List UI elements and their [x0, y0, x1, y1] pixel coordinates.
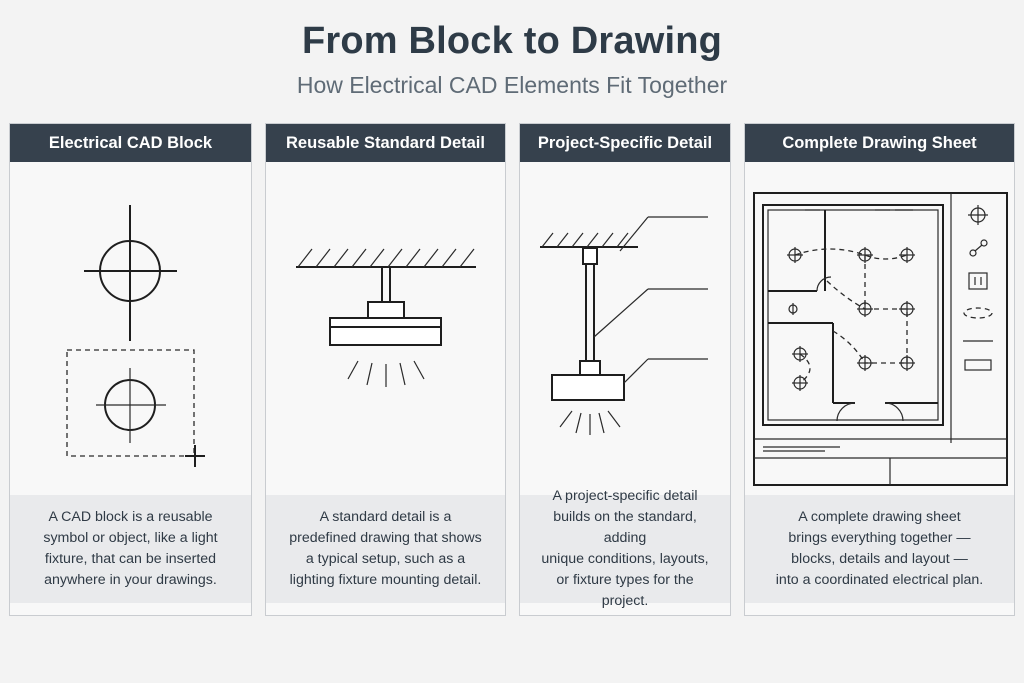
pendant-light-fixture [329, 268, 442, 387]
description-line: into a coordinated electrical plan. [775, 572, 984, 588]
description-line: fixture, that can be inserted [44, 551, 217, 567]
panel-header: Project-Specific Detail [520, 124, 730, 162]
description-line: A project-specific detail [552, 488, 698, 504]
description-line: builds on the standard, adding [553, 509, 697, 546]
project-detail-illustration [540, 216, 708, 435]
pendant-light-fixture [551, 247, 625, 435]
description-line: A CAD block is a reusable [48, 509, 213, 525]
floor-plan [762, 204, 944, 426]
legend-symbols [963, 205, 993, 371]
description-line: or fixture types for the project. [556, 572, 694, 609]
panel-description: A complete drawing sheet brings everythi… [745, 495, 1014, 603]
panel-description: A CAD block is a reusable symbol or obje… [10, 495, 251, 603]
light-fixture-symbol [84, 205, 177, 341]
panel-cad-block: Electrical CAD Block A CAD block is a re… [9, 123, 252, 616]
description-line: blocks, details and layout — [791, 551, 968, 567]
page-subtitle: How Electrical CAD Elements Fit Together [296, 72, 728, 98]
panel-project-detail: Project-Specific Detail [519, 123, 731, 616]
description-line: lighting fixture mounting detail. [289, 572, 482, 588]
leader-callouts [593, 216, 708, 384]
panel-drawing-sheet: Complete Drawing Sheet [744, 123, 1015, 616]
description-line: predefined drawing that shows [289, 530, 482, 546]
cad-block-illustration [66, 205, 205, 467]
page-title: From Block to Drawing [301, 20, 723, 62]
panel-description: A project-specific detail builds on the … [520, 488, 730, 609]
panel-standard-detail: Reusable Standard Detail [265, 123, 506, 616]
description-line: A complete drawing sheet [798, 509, 961, 525]
panel-header: Reusable Standard Detail [266, 124, 505, 162]
description-line: brings everything together — [788, 530, 971, 546]
ceiling-hatch [296, 248, 476, 268]
description-line: a typical setup, such as a [305, 551, 466, 567]
description-line: symbol or object, like a light [43, 530, 218, 546]
panel-header: Complete Drawing Sheet [745, 124, 1014, 162]
standard-detail-illustration [296, 248, 476, 387]
description-line: A standard detail is a [319, 509, 452, 525]
ceiling-hatch [540, 232, 638, 248]
description-line: unique conditions, layouts, [541, 551, 709, 567]
panel-description: A standard detail is a predefined drawin… [266, 495, 505, 603]
block-with-insertion-point [66, 349, 205, 467]
panel-header: Electrical CAD Block [10, 124, 251, 162]
sheet-border [753, 192, 1008, 486]
drawing-sheet-illustration [753, 192, 1008, 486]
description-line: anywhere in your drawings. [44, 572, 217, 588]
